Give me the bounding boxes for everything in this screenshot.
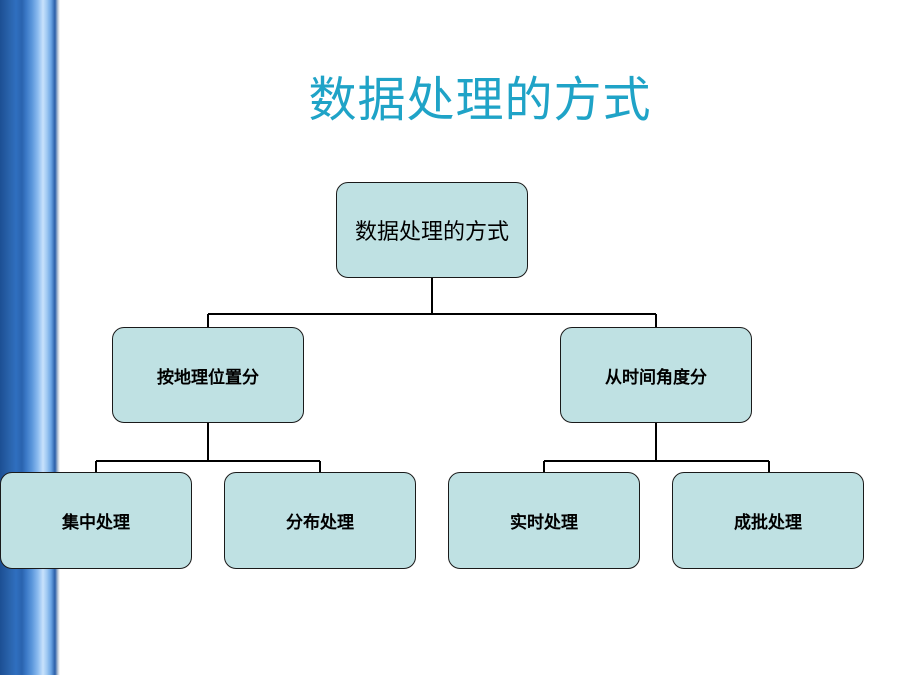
leaf-node-batch: 成批处理 [672, 472, 864, 569]
slide-title: 数据处理的方式 [308, 72, 652, 128]
leaf-node-realtime: 实时处理 [448, 472, 640, 569]
leaf-node-distributed: 分布处理 [224, 472, 416, 569]
branch-node-time: 从时间角度分 [560, 327, 752, 423]
root-node: 数据处理的方式 [336, 182, 528, 278]
branch-node-geographic: 按地理位置分 [112, 327, 304, 423]
leaf-node-centralized: 集中处理 [0, 472, 192, 569]
